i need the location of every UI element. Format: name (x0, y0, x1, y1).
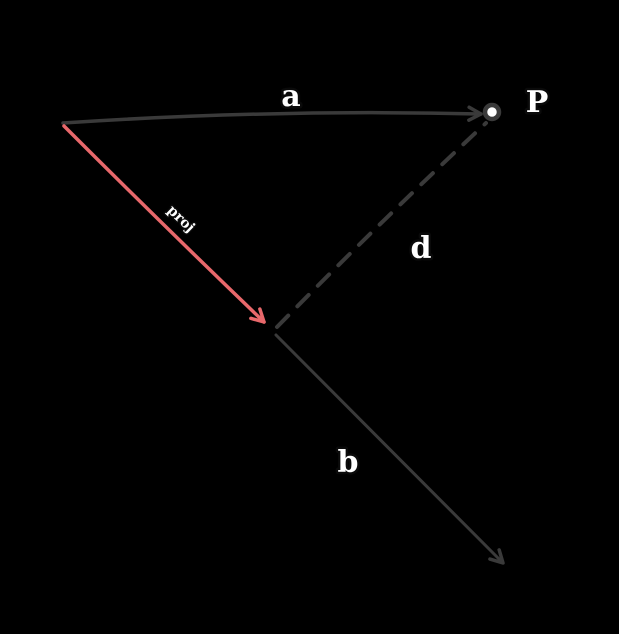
projection-vector-line (62, 124, 266, 324)
distance-d-dashed-line (275, 121, 488, 329)
point-p-label: P (526, 85, 549, 120)
vector-a-label: a (281, 79, 300, 114)
vector-a-line (61, 105, 483, 125)
distance-d-label: d (411, 231, 432, 266)
point-p-dot (482, 102, 502, 122)
vector-b-label: b (338, 445, 359, 480)
vector-b-line (274, 333, 505, 565)
